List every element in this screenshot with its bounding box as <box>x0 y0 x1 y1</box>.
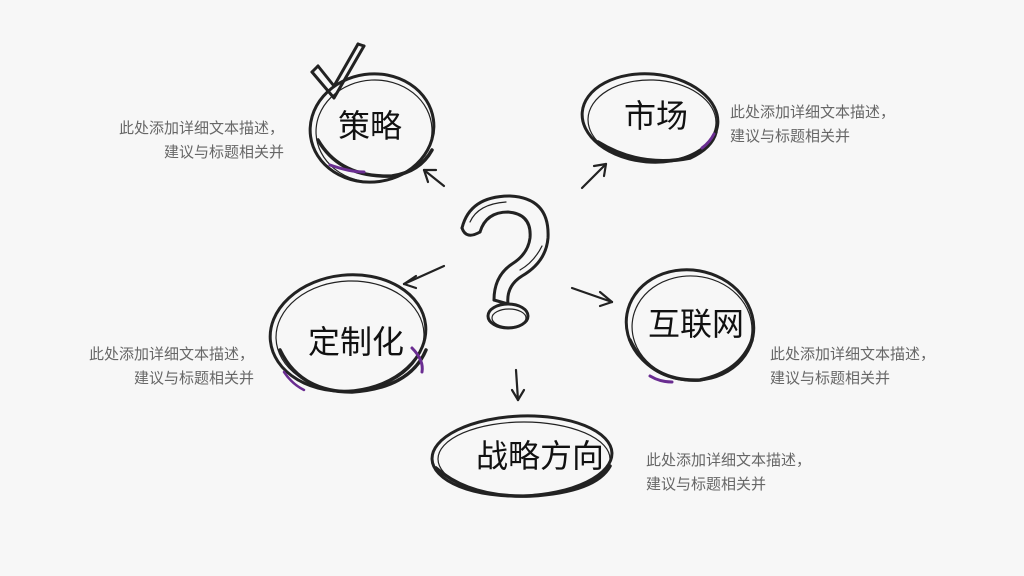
direction-label: 战略方向 <box>476 437 605 475</box>
arrow-to-strategy <box>422 168 446 188</box>
market-circle <box>580 72 720 164</box>
internet-desc-line1: 此处添加详细文本描述， <box>770 345 936 363</box>
customization-description: 此处添加详细文本描述， 建议与标题相关并 <box>30 342 254 390</box>
internet-desc-line2: 建议与标题相关并 <box>770 369 891 387</box>
arrow-to-market <box>580 162 608 190</box>
market-label: 市场 <box>624 97 689 135</box>
checkmark-icon <box>310 42 366 100</box>
arrow-to-customization <box>402 264 446 290</box>
strategy-description: 此处添加详细文本描述， 建议与标题相关并 <box>60 116 284 164</box>
strategy-desc-line1: 此处添加详细文本描述， <box>118 119 284 137</box>
customization-label: 定制化 <box>308 323 405 361</box>
strategy-desc-line2: 建议与标题相关并 <box>163 143 284 161</box>
internet-description: 此处添加详细文本描述， 建议与标题相关并 <box>770 342 1000 390</box>
market-description: 此处添加详细文本描述， 建议与标题相关并 <box>730 100 960 148</box>
question-mark-icon <box>460 194 550 330</box>
direction-desc-line2: 建议与标题相关并 <box>646 475 767 493</box>
strategy-label: 策略 <box>338 107 403 145</box>
strategy-circle <box>308 72 436 184</box>
customization-desc-line2: 建议与标题相关并 <box>133 369 254 387</box>
direction-desc-line1: 此处添加详细文本描述， <box>646 451 812 469</box>
customization-desc-line1: 此处添加详细文本描述， <box>88 345 254 363</box>
internet-circle <box>624 268 756 384</box>
market-desc-line1: 此处添加详细文本描述， <box>730 103 896 121</box>
arrow-to-direction <box>510 368 526 402</box>
direction-circle <box>430 414 614 498</box>
market-desc-line2: 建议与标题相关并 <box>730 127 851 145</box>
direction-description: 此处添加详细文本描述， 建议与标题相关并 <box>646 448 876 496</box>
arrow-to-internet <box>570 286 614 308</box>
customization-circle <box>268 273 428 394</box>
internet-label: 互联网 <box>648 305 745 343</box>
